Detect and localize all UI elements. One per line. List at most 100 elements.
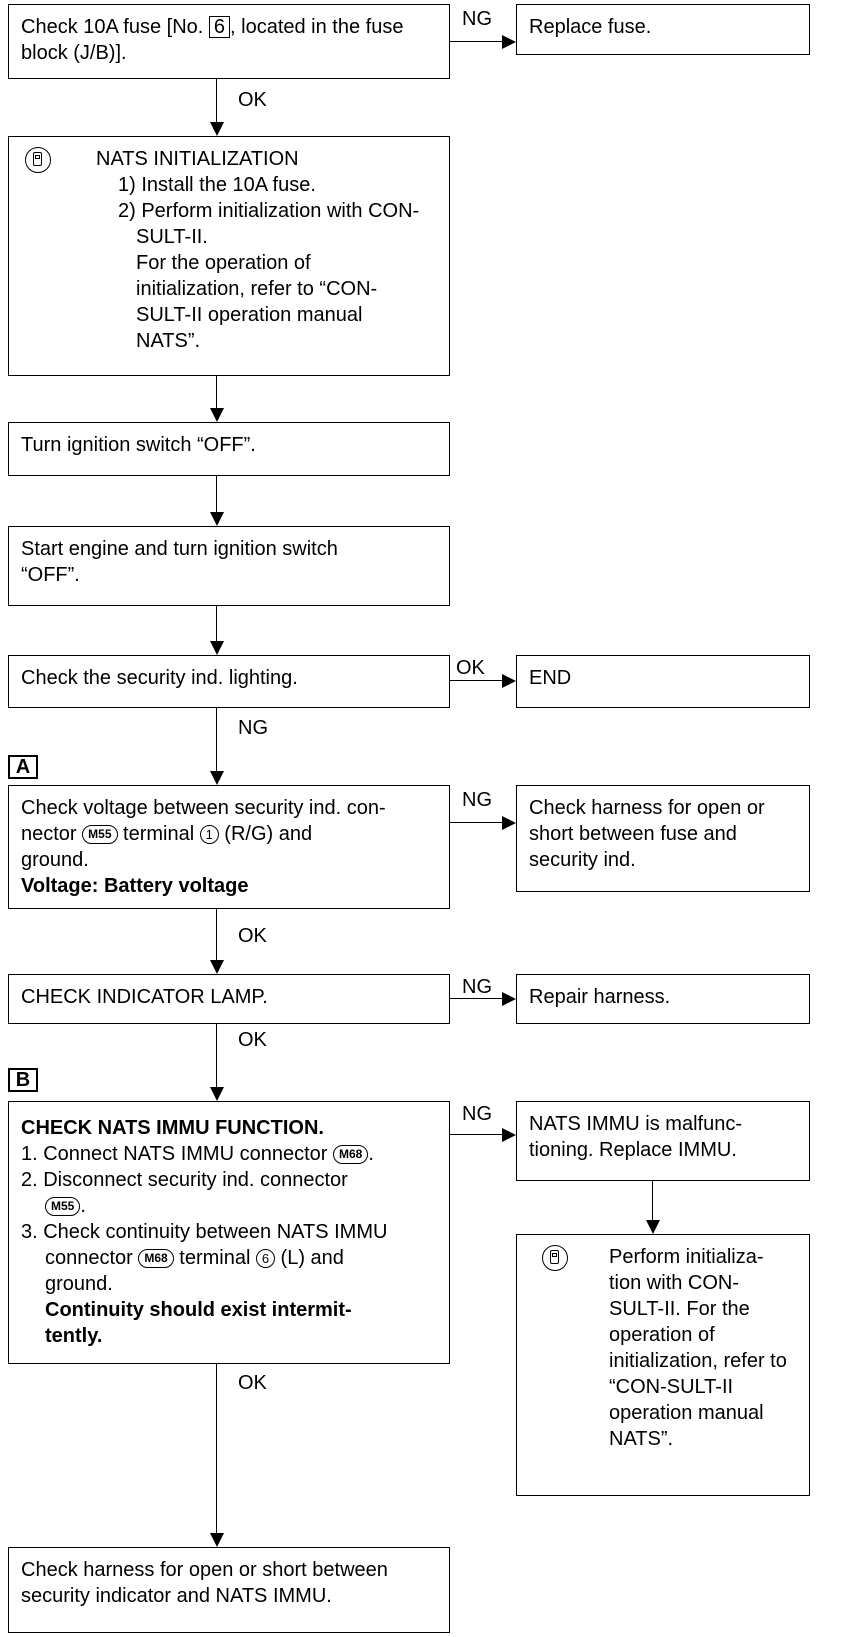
arrow-head <box>210 512 224 526</box>
consult-tool-icon <box>542 1245 568 1271</box>
immu-step-2-conn: M55. <box>21 1193 437 1219</box>
result-harness-fuse-text: Check harness for open or short between … <box>529 797 765 871</box>
step-turn-ignition-off-text: Turn ignition switch “OFF”. <box>21 434 256 456</box>
label-ok: OK <box>238 1029 267 1051</box>
label-ng: NG <box>462 976 492 998</box>
step-check-fuse-text-b: , located in the fuse block (J/B)]. <box>21 16 404 64</box>
step-perform-initialization: Perform initializa-tion with CON-SULT-II… <box>516 1234 810 1496</box>
step-check-security-ind: Check the security ind. lighting. <box>8 655 450 708</box>
fuse-number: 6 <box>208 16 231 38</box>
arrow-head <box>502 674 516 688</box>
immu-step-3-line-2: connector M68 terminal 6 (L) and <box>21 1245 437 1271</box>
connector-line <box>652 1181 653 1221</box>
label-ng: NG <box>462 789 492 811</box>
arrow-head <box>210 1087 224 1101</box>
result-end-text: END <box>529 667 572 689</box>
perform-init-text: Perform initializa-tion with CON-SULT-II… <box>609 1246 787 1450</box>
marker-a: A <box>8 755 38 779</box>
step-turn-ignition-off: Turn ignition switch “OFF”. <box>8 422 450 476</box>
voltage-line-2b: terminal <box>117 823 200 845</box>
immu-step-2: 2. Disconnect security ind. connector <box>21 1169 348 1191</box>
step-check-fuse-text-a: Check 10A fuse [No. <box>21 16 209 38</box>
arrow-head <box>502 1128 516 1142</box>
connector-m55-badge: M55 <box>45 1197 81 1216</box>
connector-m68-badge: M68 <box>332 1145 369 1164</box>
step-check-fuse: Check 10A fuse [No. 6, located in the fu… <box>8 4 450 79</box>
step-final-harness-check: Check harness for open or short between … <box>8 1547 450 1633</box>
connector-line <box>450 822 503 823</box>
voltage-line-3: ground. <box>21 849 89 871</box>
result-replace-fuse-text: Replace fuse. <box>529 16 652 38</box>
label-ok: OK <box>456 657 485 679</box>
immu-step-1: 1. Connect NATS IMMU connector M68. <box>21 1141 437 1167</box>
arrow-head <box>210 771 224 785</box>
connector-line <box>216 1364 217 1534</box>
connector-line <box>450 1134 503 1135</box>
init-note-2: initialization, refer to “CON- <box>136 278 378 300</box>
label-ok: OK <box>238 1372 267 1394</box>
immu-step-2-end: . <box>80 1195 86 1217</box>
step-check-security-ind-text: Check the security ind. lighting. <box>21 667 298 689</box>
result-immu-malfunction: NATS IMMU is malfunc-tioning. Replace IM… <box>516 1101 810 1181</box>
arrow-head <box>502 35 516 49</box>
arrow-head <box>210 122 224 136</box>
immu-step-1-text: 1. Connect NATS IMMU connector <box>21 1143 333 1165</box>
step-nats-initialization: NATS INITIALIZATION 1) Install the 10A f… <box>8 136 450 376</box>
step-start-engine-text: Start engine and turn ignition switch “O… <box>21 538 338 586</box>
marker-b: B <box>8 1068 38 1092</box>
terminal-1-badge: 1 <box>199 825 219 844</box>
init-note-4: NATS”. <box>136 330 201 352</box>
voltage-line-2: nector M55 terminal 1 (R/G) and <box>21 821 437 847</box>
step-check-voltage: Check voltage between security ind. con-… <box>8 785 450 909</box>
consult-tool-icon <box>25 147 51 173</box>
connector-line <box>216 909 217 961</box>
immu-step-3-wire-text: (L) and <box>274 1247 344 1269</box>
immu-step-3-line-3: ground. <box>45 1273 113 1295</box>
connector-line <box>216 606 217 642</box>
connector-line <box>450 998 503 999</box>
result-end: END <box>516 655 810 708</box>
connector-m55-badge: M55 <box>82 825 118 844</box>
init-note-1: For the operation of <box>136 252 311 274</box>
step-check-nats-immu: CHECK NATS IMMU FUNCTION. 1. Connect NAT… <box>8 1101 450 1364</box>
result-repair-harness-text: Repair harness. <box>529 986 671 1008</box>
init-item-2b: SULT-II. <box>136 226 208 248</box>
connector-m68-badge: M68 <box>138 1249 174 1268</box>
result-repair-harness: Repair harness. <box>516 974 810 1024</box>
connector-line <box>450 680 503 681</box>
arrow-head <box>210 408 224 422</box>
init-note-3: SULT-II operation manual <box>136 304 363 326</box>
arrow-head <box>502 992 516 1006</box>
final-harness-text: Check harness for open or short between … <box>21 1559 388 1607</box>
label-ng: NG <box>462 1103 492 1125</box>
arrow-head <box>210 1533 224 1547</box>
result-harness-fuse: Check harness for open or short between … <box>516 785 810 892</box>
label-ng: NG <box>238 717 268 739</box>
immu-step-3: 3. Check continuity between NATS IMMU <box>21 1221 388 1243</box>
arrow-head <box>502 816 516 830</box>
immu-step-3-connector-text: connector <box>45 1247 139 1269</box>
step-check-indicator-lamp: CHECK INDICATOR LAMP. <box>8 974 450 1024</box>
step-start-engine: Start engine and turn ignition switch “O… <box>8 526 450 606</box>
voltage-line-2a: nector <box>21 823 83 845</box>
connector-line <box>216 1024 217 1088</box>
connector-line <box>450 41 503 42</box>
step-check-indicator-lamp-text: CHECK INDICATOR LAMP. <box>21 986 268 1008</box>
label-ng: NG <box>462 8 492 30</box>
label-ok: OK <box>238 89 267 111</box>
voltage-line-2c: (R/G) and <box>218 823 313 845</box>
immu-spec: Continuity should exist intermit-tently. <box>45 1299 352 1347</box>
init-item-1: 1) Install the 10A fuse. <box>118 174 316 196</box>
immu-title: CHECK NATS IMMU FUNCTION. <box>21 1117 324 1139</box>
result-immu-malfunction-text: NATS IMMU is malfunc-tioning. Replace IM… <box>529 1113 742 1161</box>
init-item-2: 2) Perform initialization with CON- <box>118 200 420 222</box>
terminal-6-badge: 6 <box>255 1249 275 1268</box>
label-ok: OK <box>238 925 267 947</box>
init-title: NATS INITIALIZATION <box>96 148 299 170</box>
result-replace-fuse: Replace fuse. <box>516 4 810 55</box>
arrow-head <box>210 960 224 974</box>
connector-line <box>216 376 217 409</box>
arrow-head <box>210 641 224 655</box>
connector-line <box>216 79 217 123</box>
voltage-line-1: Check voltage between security ind. con- <box>21 797 386 819</box>
